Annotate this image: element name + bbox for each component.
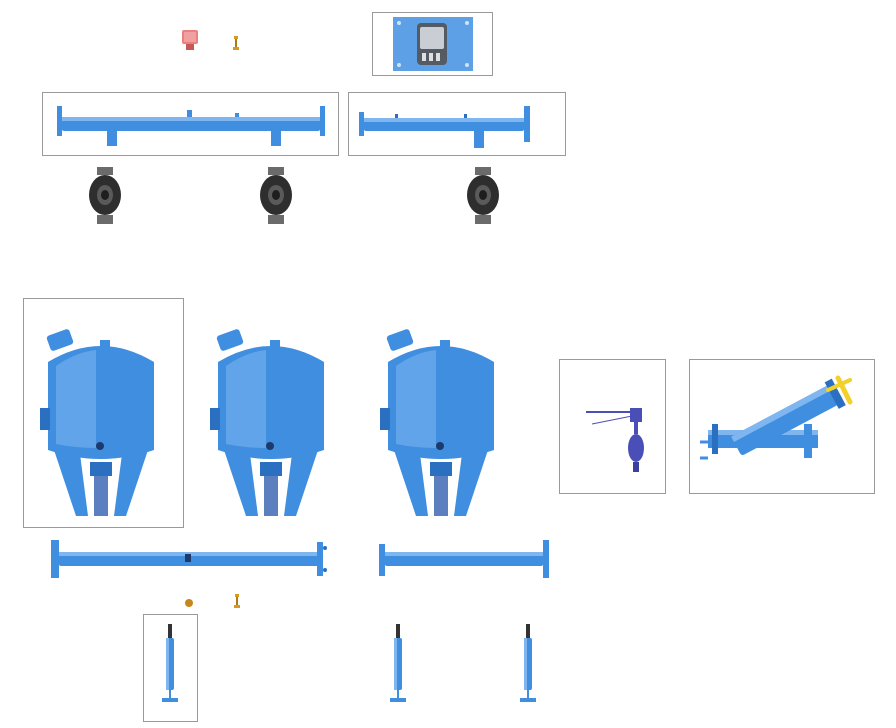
control-panel-icon[interactable] (393, 17, 473, 71)
pump-icon[interactable] (88, 167, 122, 225)
manifold-short-frame[interactable] (348, 92, 566, 156)
butterfly-valve-icon[interactable] (584, 404, 650, 474)
level-gauge-icon[interactable] (388, 624, 408, 704)
header-pipe-short[interactable] (379, 538, 551, 580)
butterfly-valve-frame[interactable] (559, 359, 666, 494)
red-valve-icon[interactable] (179, 28, 201, 52)
level-gauge-icon[interactable] (518, 624, 538, 704)
pump-icon[interactable] (466, 167, 500, 225)
pressure-tank-icon[interactable] (376, 322, 506, 516)
level-gauge-icon[interactable] (160, 624, 180, 704)
manifold-long-frame[interactable] (42, 92, 339, 156)
pressure-tank-icon[interactable] (206, 322, 336, 516)
y-strainer-icon[interactable] (700, 366, 864, 474)
control-panel-frame[interactable] (372, 12, 493, 76)
y-strainer-frame[interactable] (689, 359, 875, 494)
fitting-icon[interactable] (232, 36, 240, 50)
tank-frame[interactable] (23, 298, 184, 528)
level-gauge-frame[interactable] (143, 614, 198, 722)
pressure-tank-icon[interactable] (36, 322, 166, 516)
manifold-short-pipe[interactable] (359, 104, 537, 150)
orange-fitting-icon[interactable] (184, 598, 194, 608)
header-pipe-long[interactable] (51, 538, 331, 580)
fitting-icon[interactable] (233, 594, 241, 608)
manifold-long-pipe[interactable] (57, 104, 329, 148)
pump-icon[interactable] (259, 167, 293, 225)
